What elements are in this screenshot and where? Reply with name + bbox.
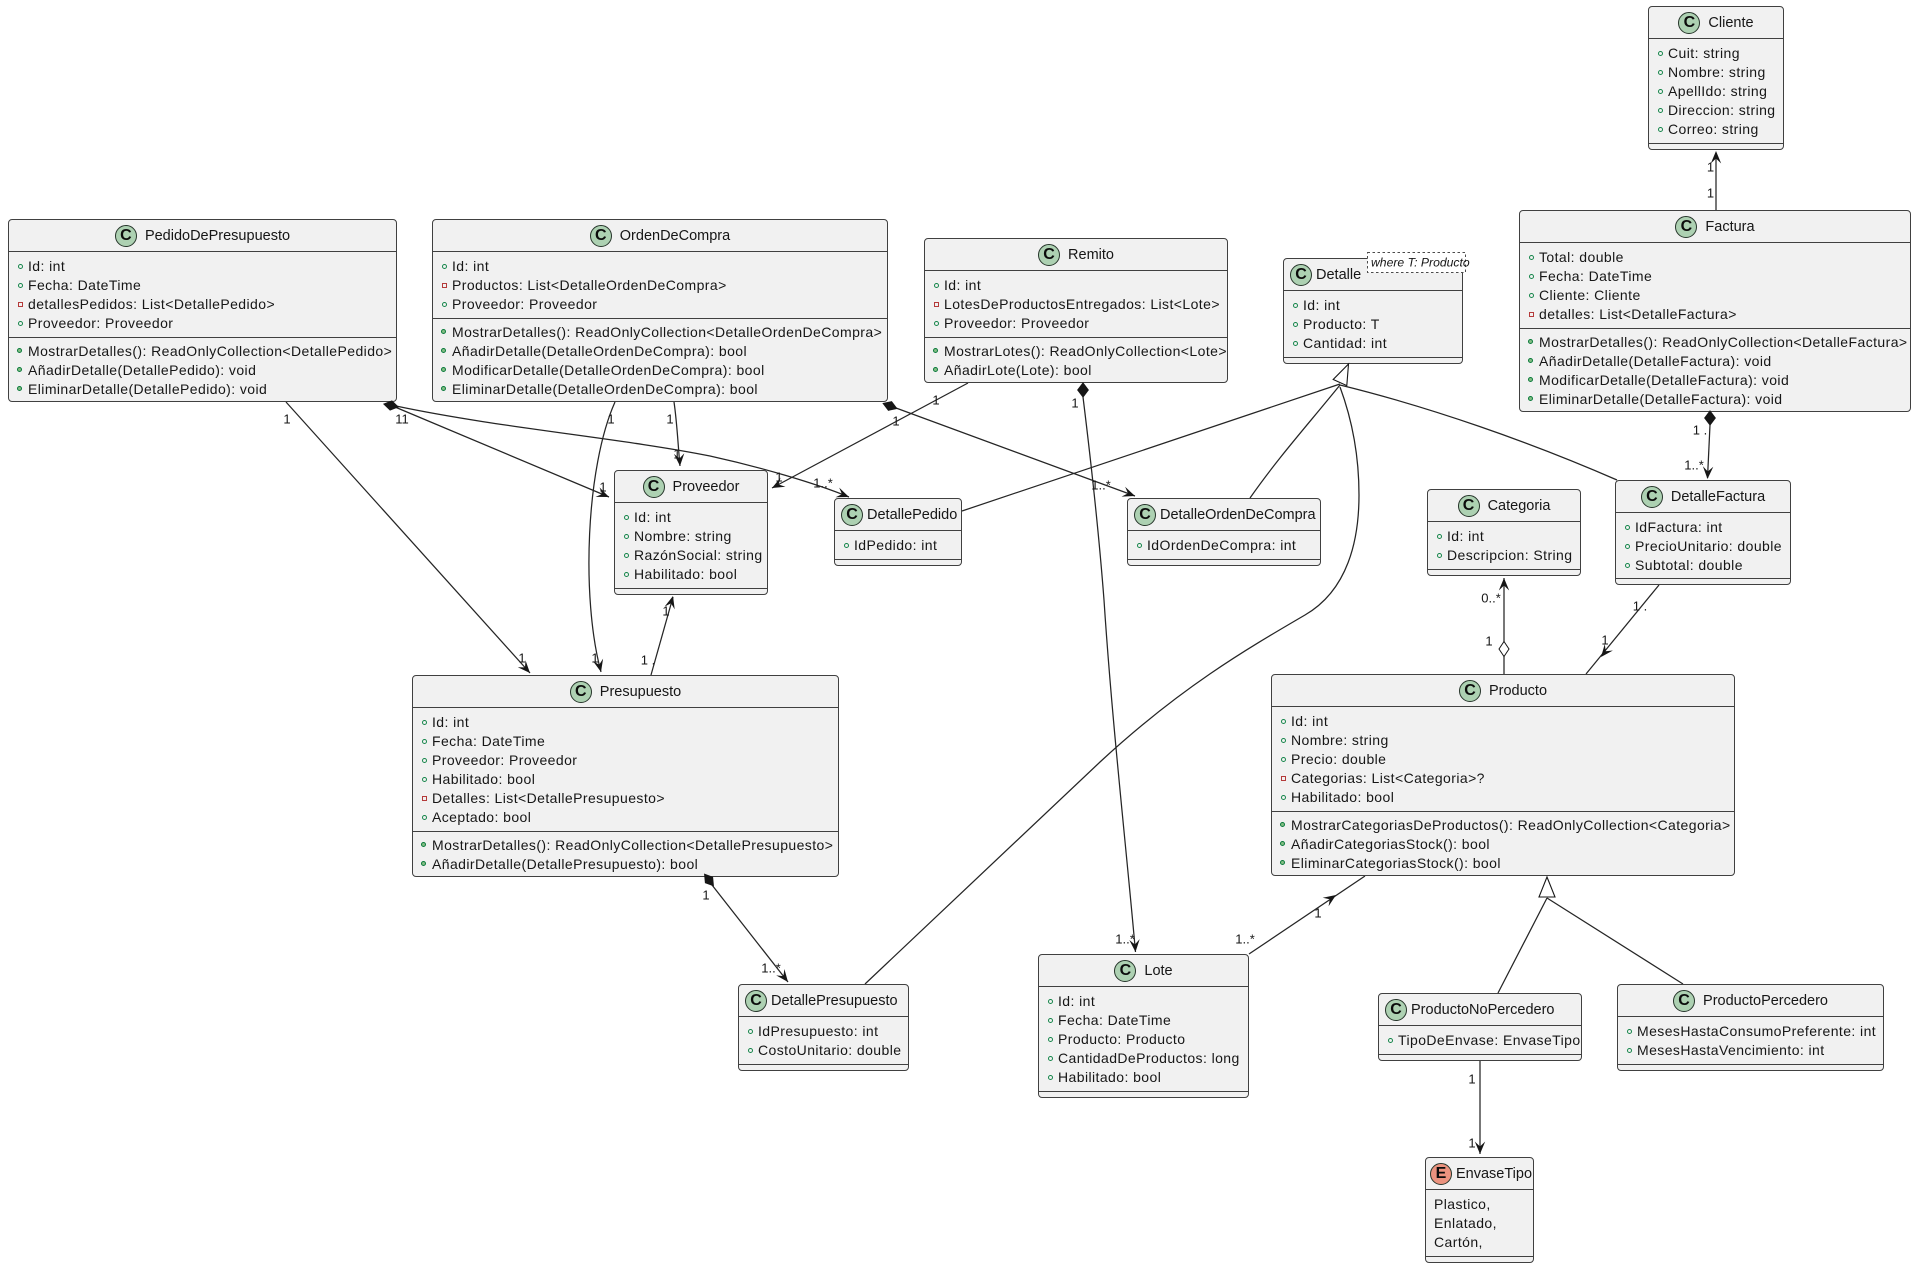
- svg-text:1: 1: [702, 888, 709, 903]
- svg-text:1..*: 1..*: [761, 961, 781, 976]
- svg-text:1..*: 1..*: [813, 476, 833, 491]
- svg-text:1: 1: [1468, 1072, 1475, 1087]
- svg-text:1 .: 1 .: [641, 653, 655, 668]
- svg-text:1: 1: [673, 447, 680, 462]
- svg-text:11: 11: [395, 412, 409, 427]
- svg-text:1: 1: [607, 412, 614, 427]
- svg-text:1..*: 1..*: [1115, 932, 1135, 947]
- svg-text:1 .: 1 .: [1693, 423, 1707, 438]
- svg-text:1: 1: [892, 414, 899, 429]
- svg-text:1..*: 1..*: [1091, 478, 1111, 493]
- svg-text:1: 1: [775, 470, 782, 485]
- svg-text:1: 1: [1314, 906, 1321, 921]
- svg-text:0..*: 0..*: [1481, 591, 1501, 606]
- svg-text:1: 1: [599, 480, 606, 495]
- svg-text:1: 1: [1601, 633, 1608, 648]
- svg-text:1: 1: [1707, 160, 1714, 175]
- svg-text:1..*: 1..*: [1235, 932, 1255, 947]
- svg-text:1: 1: [666, 412, 673, 427]
- svg-text:1: 1: [1468, 1136, 1475, 1151]
- svg-text:1: 1: [1485, 634, 1492, 649]
- svg-text:where T: Producto: where T: Producto: [1371, 256, 1470, 270]
- svg-text:1: 1: [283, 412, 290, 427]
- svg-text:1..*: 1..*: [1684, 458, 1704, 473]
- svg-text:1: 1: [1707, 186, 1714, 201]
- svg-text:1: 1: [662, 604, 669, 619]
- svg-text:1 .: 1 .: [1633, 599, 1647, 614]
- svg-text:1: 1: [932, 393, 939, 408]
- svg-text:1: 1: [591, 651, 598, 666]
- svg-text:1: 1: [1071, 396, 1078, 411]
- svg-text:1: 1: [518, 651, 525, 666]
